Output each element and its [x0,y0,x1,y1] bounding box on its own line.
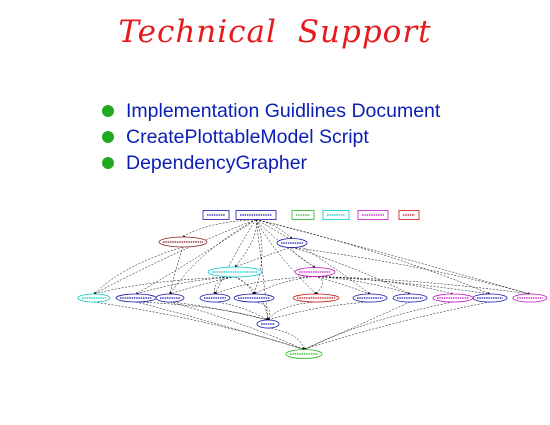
graph-edge [291,247,411,295]
graph-edge [169,276,236,295]
graph-edge [135,301,269,321]
graph-edge [267,327,305,350]
graph-node [352,293,388,303]
graph-edge [135,219,257,295]
graph-edge [255,219,293,239]
graph-node-shape [235,210,277,220]
graph-edge [253,301,270,321]
graph-edge [253,276,316,295]
bullet-list: Implementation Guidlines Document Create… [102,98,440,176]
bullet-dot-icon [102,105,114,117]
graph-node [294,267,336,277]
graph-edge [169,301,269,321]
graph-edge [234,276,270,321]
graph-edge [314,276,531,295]
graph-node-shape [158,236,208,248]
bullet-text: Implementation Guidlines Document [126,99,441,122]
graph-edge [234,219,257,268]
graph-node-shape [202,210,230,220]
graph-node-shape [357,210,389,220]
graph-edge [93,219,257,295]
graph-node [202,210,230,220]
graph-edge [314,276,491,295]
graph-node [235,210,277,220]
bullet-item-guidelines: Implementation Guidlines Document [102,98,440,124]
graph-edge [135,276,236,295]
graph-node [292,293,340,303]
graph-edge [255,219,316,268]
graph-node [398,210,420,220]
graph-edge [253,219,263,295]
graph-node-shape [294,267,336,277]
graph-edge [314,276,323,295]
graph-edge [234,276,255,295]
graph-edge [169,219,257,295]
graph-edge [267,301,317,321]
slide-title: Technical Support [118,14,432,50]
graph-node [392,293,428,303]
graph-node-shape [276,238,308,248]
graph-edge [182,219,257,238]
graph-node [233,293,275,303]
graph-node [322,210,350,220]
graph-node [256,319,280,329]
graph-edge [291,247,316,268]
graph-node [77,293,111,303]
graph-edge [255,219,317,295]
graph-edge [234,247,293,268]
graph-node-shape [322,210,350,220]
bullet-text: CreatePlottableModel Script [126,125,369,148]
graph-edge [255,219,371,295]
graph-node [432,293,474,303]
graph-edge [135,301,305,351]
graph-edge [314,276,371,295]
bullet-dot-icon [102,157,114,169]
graph-node [357,210,389,220]
graph-node [285,349,323,359]
graph-edge [291,247,531,295]
graph-node [472,293,508,303]
bullet-item-script: CreatePlottableModel Script [102,124,440,150]
graph-edge [303,301,454,350]
graph-node [276,238,308,248]
graph-edge [314,276,454,295]
graph-node [199,293,231,303]
graph-edge [255,219,531,295]
graph-node-shape [199,293,231,303]
graph-edge [255,219,491,295]
graph-edge [93,246,184,295]
graph-edge [93,301,305,351]
graph-edge [303,301,411,350]
bullet-dot-icon [102,131,114,143]
graph-edge [169,301,305,350]
graph-edge [213,276,236,295]
graph-edge [214,301,269,321]
dependency-graph [77,210,548,359]
graph-node-shape [233,293,275,303]
bullet-item-grapher: DependencyGrapher [102,150,440,176]
graph-node [158,236,208,248]
graph-edge [93,276,236,295]
graph-node [512,293,548,303]
graph-node [155,293,185,303]
bullet-text: DependencyGrapher [126,151,308,174]
graph-edge [214,276,316,295]
graph-edge [303,301,491,351]
graph-node [115,293,157,303]
graph-edge [267,301,371,321]
graph-node [207,266,263,278]
graph-edge [214,219,257,295]
graph-node [291,210,315,220]
graph-edge [169,246,184,295]
